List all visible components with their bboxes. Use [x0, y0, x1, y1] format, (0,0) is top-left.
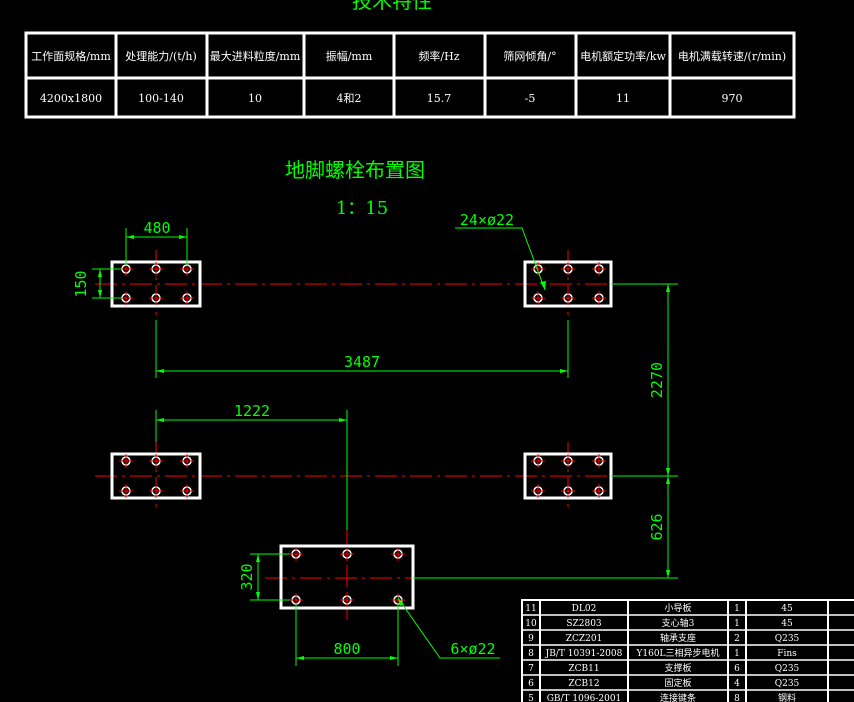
bom-cell: 1 — [734, 649, 740, 659]
bolt-crosshair — [289, 547, 303, 561]
bolt-crosshair — [592, 262, 606, 276]
spec-value-cell: 10 — [248, 92, 262, 105]
bom-cell: 5 — [528, 694, 534, 702]
dim-3487: 3487 — [344, 353, 380, 371]
callout-bolts-6: 6×ø22 — [450, 640, 495, 658]
bom-cell: ZCB12 — [568, 679, 599, 689]
spec-header-title: 技术特性 — [352, 0, 432, 13]
bolt-crosshair — [561, 262, 575, 276]
spec-value-cell: 970 — [722, 92, 743, 105]
callout-bolts-24: 24×ø22 — [460, 211, 514, 229]
bom-cell: 9 — [528, 634, 534, 644]
bolt-crosshair — [149, 454, 163, 468]
bom-cell: 8 — [734, 694, 740, 702]
spec-header-cell: 频率/Hz — [418, 49, 459, 63]
bom-cell: 小导板 — [664, 602, 691, 614]
bolt-crosshair — [340, 547, 354, 561]
bolt-crosshair — [391, 547, 405, 561]
spec-value-cell: -5 — [525, 92, 536, 105]
bolt-crosshair — [119, 484, 133, 498]
bolt-crosshair — [561, 291, 575, 305]
spec-header-cell: 电机满载转速/(r/min) — [678, 49, 786, 63]
bolt-crosshair — [149, 262, 163, 276]
bom-cell: 支撑板 — [664, 662, 691, 674]
bolt-crosshair — [531, 291, 545, 305]
drawing-scale: 1：15 — [336, 198, 388, 219]
spec-value-cell: 100-140 — [138, 92, 184, 105]
bom-cell: JB/T 10391-2008 — [545, 649, 623, 659]
dim-320: 320 — [238, 563, 256, 590]
drawing-title: 地脚螺栓布置图 — [285, 158, 425, 182]
bolt-crosshair — [592, 454, 606, 468]
bom-cell: 8 — [528, 649, 534, 659]
dim-1222: 1222 — [234, 402, 270, 420]
bom-cell: 11 — [525, 604, 536, 614]
bom-cell: 钢料 — [778, 692, 796, 702]
bolt-crosshair — [119, 454, 133, 468]
bolt-crosshair — [340, 593, 354, 607]
dim-480: 480 — [143, 219, 170, 237]
bom-cell: 4 — [734, 679, 740, 689]
bom-cell: 轴承支座 — [660, 632, 696, 644]
spec-header-cell: 电机额定功率/kw — [580, 49, 666, 63]
bom-cell: GB/T 1096-2001 — [547, 694, 622, 702]
spec-header-cell: 筛网倾角/° — [503, 49, 556, 63]
bom-cell: Y160L三相异步电机 — [635, 647, 719, 659]
spec-value-cell: 4和2 — [337, 92, 362, 105]
bom-cell: 1 — [734, 619, 740, 629]
spec-value-cell: 11 — [616, 92, 630, 105]
dimension-lines — [92, 227, 678, 666]
bolt-crosshair — [180, 291, 194, 305]
bom-cell: Fins — [777, 649, 797, 659]
spec-header-cell: 处理能力/(t/h) — [125, 49, 197, 63]
spec-value-cell: 15.7 — [427, 92, 452, 105]
bolt-crosshair — [180, 454, 194, 468]
bom-cell: 6 — [528, 679, 534, 689]
bolt-crosshair — [149, 291, 163, 305]
bom-cell: 7 — [528, 664, 534, 674]
dim-2270: 2270 — [648, 362, 666, 398]
dim-150: 150 — [72, 270, 90, 297]
plate-bottom — [279, 544, 415, 610]
bom-cell: 45 — [781, 604, 793, 614]
spec-header-cell: 最大进料粒度/mm — [210, 49, 301, 63]
bolt-crosshair — [561, 484, 575, 498]
spec-table: 工作面规格/mm 处理能力/(t/h) 最大进料粒度/mm 振幅/mm 频率/H… — [24, 31, 796, 119]
bom-cell: Q235 — [775, 664, 800, 674]
dimension-arrows — [98, 235, 670, 660]
dim-800: 800 — [333, 640, 360, 658]
bolt-crosshair — [592, 484, 606, 498]
bolt-crosshair — [531, 484, 545, 498]
bom-cell: 6 — [734, 664, 740, 674]
bom-cell: ZCB11 — [568, 664, 599, 674]
foundation-plates — [110, 260, 613, 610]
dim-626: 626 — [648, 513, 666, 540]
bom-cell: 10 — [525, 619, 537, 629]
bom-cell: Q235 — [775, 679, 800, 689]
bolt-crosshair — [561, 454, 575, 468]
spec-header-cell: 工作面规格/mm — [31, 49, 111, 63]
bom-cell: 2 — [734, 634, 740, 644]
bom-cell: ZCZ201 — [566, 634, 603, 644]
bolt-crosshair — [149, 484, 163, 498]
bom-cell: 45 — [781, 619, 793, 629]
bom-cell: 支心轴3 — [662, 617, 695, 629]
spec-value-cell: 4200x1800 — [40, 92, 102, 105]
bom-cell: 连接键条 — [660, 692, 696, 702]
bolt-crosshair — [180, 484, 194, 498]
spec-header-cell: 振幅/mm — [326, 49, 373, 63]
bom-cell: SZ2803 — [566, 619, 602, 629]
bolt-crosshair — [531, 454, 545, 468]
bom-cell: Q235 — [775, 634, 800, 644]
bolt-holes — [119, 262, 606, 607]
bom-cell: 固定板 — [664, 677, 691, 689]
bolt-crosshair — [592, 291, 606, 305]
bom-cell: 1 — [734, 604, 740, 614]
bom-cell: DL02 — [572, 604, 597, 614]
bolt-crosshair — [531, 262, 545, 276]
